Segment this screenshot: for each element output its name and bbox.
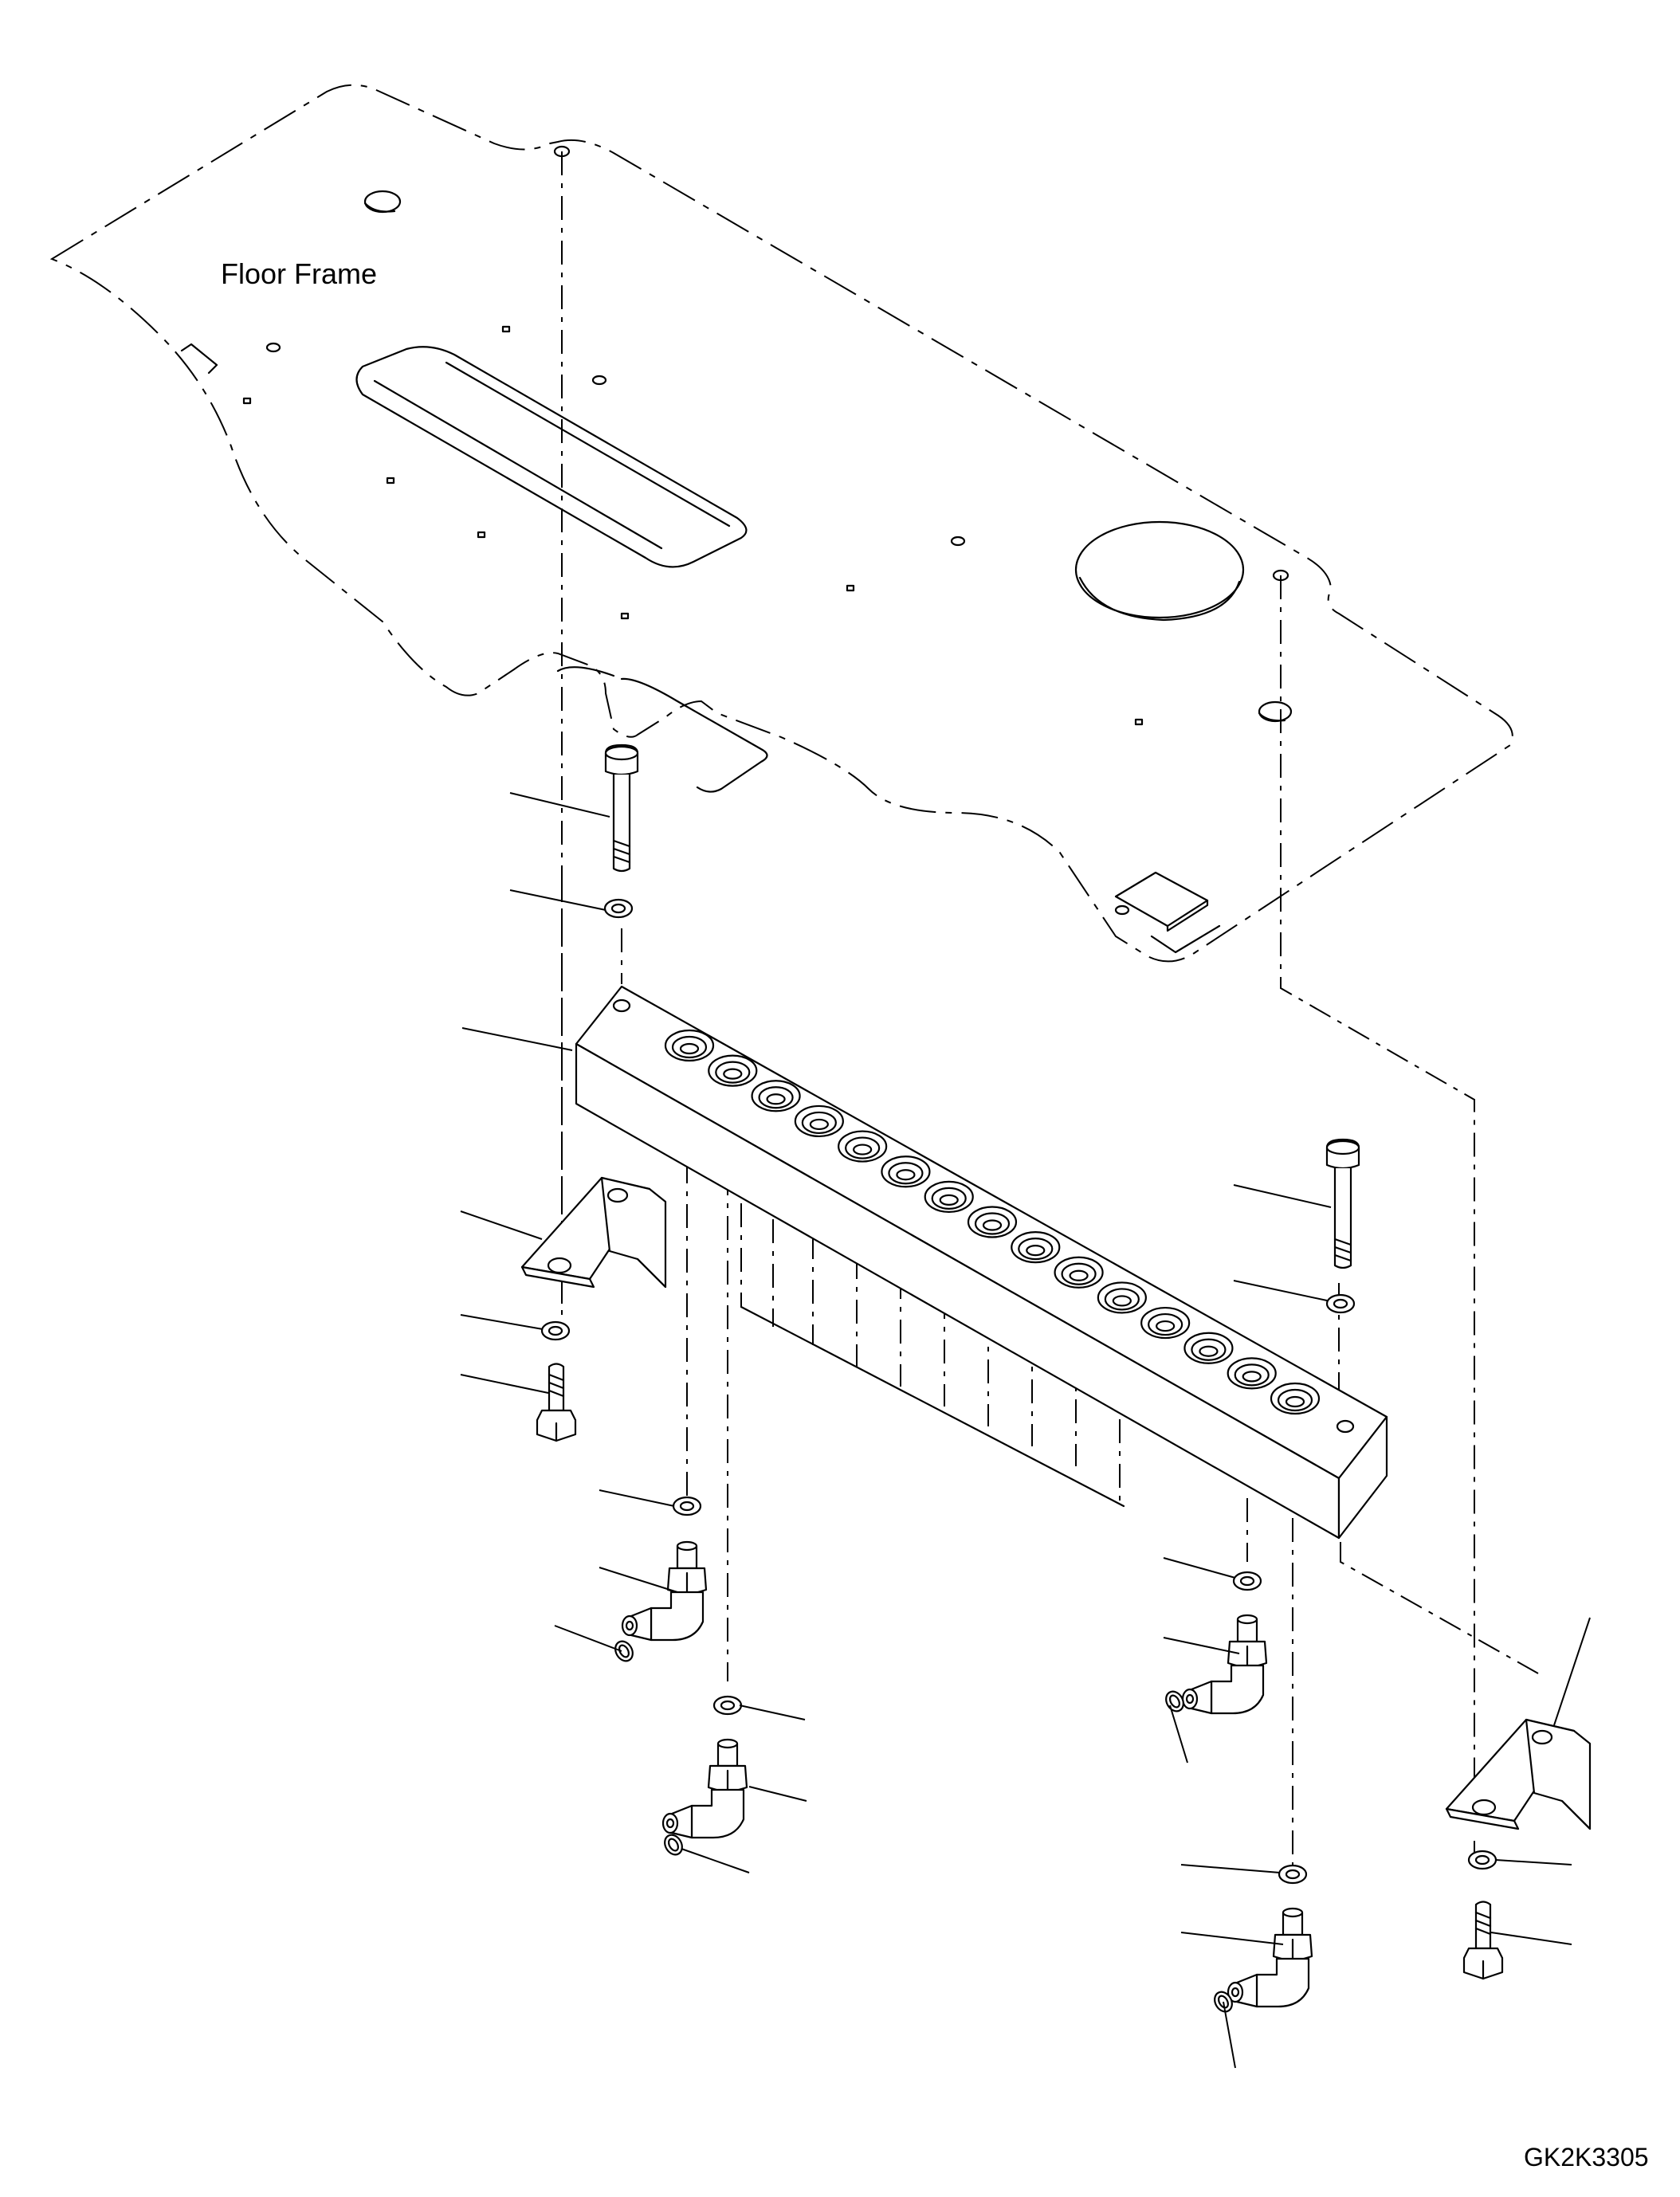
seal-washer-bore xyxy=(1285,1869,1301,1880)
fitting-outlet-bore xyxy=(1231,1987,1240,1998)
seal-washer-bore xyxy=(1239,1575,1255,1587)
fitting-nipple-top xyxy=(1236,1614,1258,1625)
port-bore xyxy=(679,1042,700,1055)
port-bore xyxy=(982,1219,1003,1231)
center-lines xyxy=(561,151,1539,1873)
port-bore xyxy=(853,1144,873,1155)
port-bore xyxy=(723,1068,743,1080)
fitting-nipple-top xyxy=(676,1540,698,1552)
port-bore xyxy=(1026,1245,1046,1257)
fitting-outlet-bore xyxy=(665,1818,675,1829)
fitting-outlet-bore xyxy=(625,1620,634,1631)
fitting-elbow-body xyxy=(690,1788,745,1839)
left-bracket xyxy=(520,1176,667,1289)
elbow-fitting-1 xyxy=(614,1496,708,1662)
o-ring-inner xyxy=(618,1644,630,1658)
left-lower-bolt xyxy=(536,1363,577,1442)
fitting-nipple-top xyxy=(1282,1907,1304,1918)
floor-frame-label: Floor Frame xyxy=(221,257,377,290)
seal-washer-bore xyxy=(679,1501,695,1512)
floor-frame xyxy=(49,84,1513,963)
elbow-fitting-2 xyxy=(661,1695,748,1856)
o-ring-inner xyxy=(668,1838,679,1852)
elbow-fitting-3 xyxy=(1165,1571,1268,1715)
right-bracket xyxy=(1445,1718,1592,1830)
port-bore xyxy=(766,1093,786,1105)
upper-right-washer xyxy=(1325,1293,1356,1314)
fitting-elbow-body xyxy=(1255,1957,1310,2008)
fitting-outlet-bore xyxy=(1185,1693,1195,1705)
right-lower-bolt xyxy=(1462,1901,1504,1980)
port-bore xyxy=(1069,1269,1089,1281)
upper-left-bolt xyxy=(604,743,639,873)
elbow-fitting-4 xyxy=(1214,1864,1313,2013)
fitting-elbow-body xyxy=(650,1591,705,1642)
upper-left-washer xyxy=(603,898,634,919)
port-bore xyxy=(1242,1371,1262,1383)
port-bore xyxy=(1112,1295,1132,1307)
leader-lines xyxy=(460,792,1591,2069)
upper-right-bolt xyxy=(1325,1138,1360,1269)
port-bore xyxy=(1199,1345,1219,1357)
left-lower-washer xyxy=(540,1320,571,1341)
port-bore xyxy=(896,1169,916,1181)
port-bore xyxy=(1285,1395,1305,1408)
port-bore xyxy=(939,1194,959,1206)
ports xyxy=(664,1029,1321,1415)
port-bore xyxy=(809,1118,829,1131)
o-ring-inner xyxy=(1169,1694,1180,1709)
right-lower-washer xyxy=(1467,1850,1497,1870)
fitting-nipple-top xyxy=(716,1738,739,1749)
seal-washer-bore xyxy=(720,1700,736,1711)
port-bore xyxy=(1156,1320,1176,1332)
drawing-code: GK2K3305 xyxy=(1524,2143,1649,2171)
fitting-elbow-body xyxy=(1210,1664,1265,1715)
distribution-block xyxy=(575,985,1388,1540)
